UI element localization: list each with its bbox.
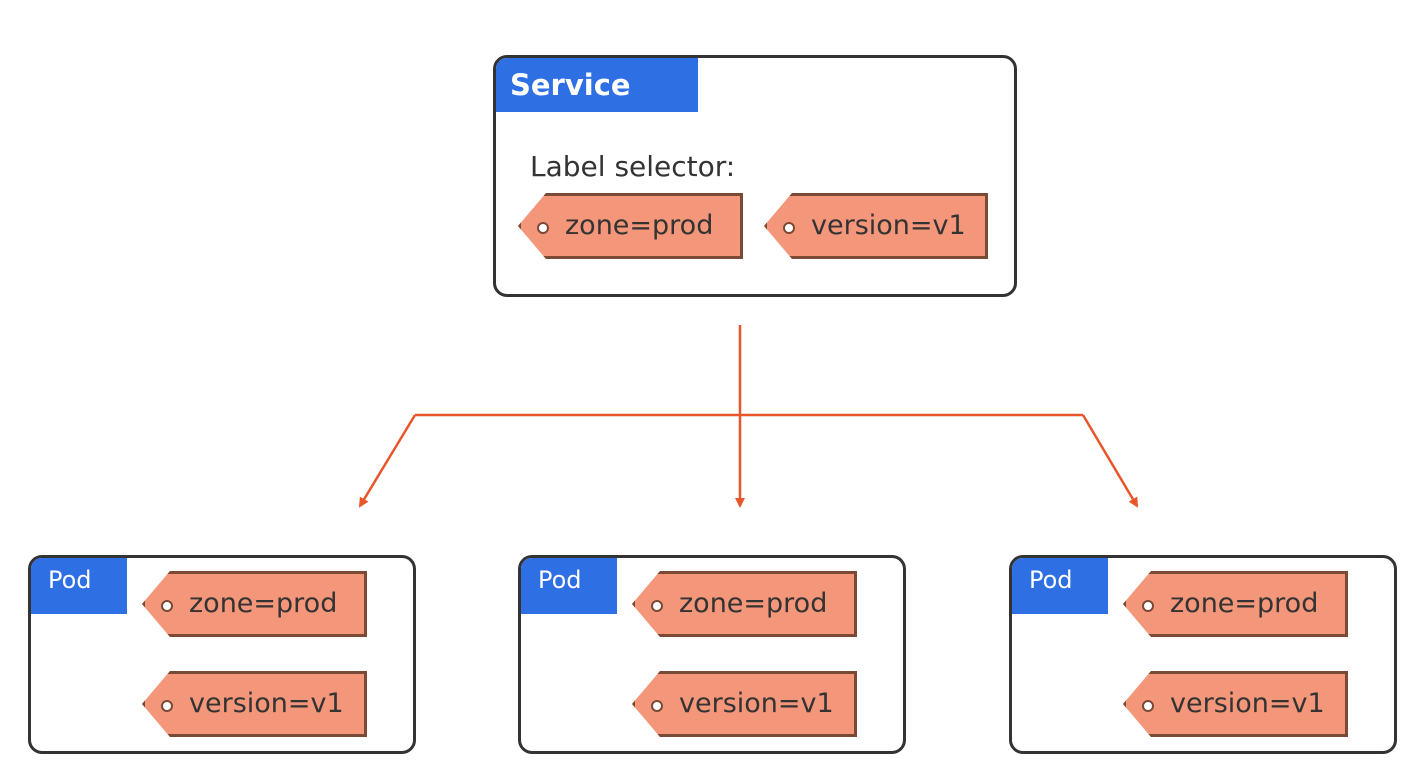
tag-hole-icon bbox=[651, 700, 663, 712]
pod-box: Pod zone=prod version=v1 bbox=[28, 555, 416, 754]
pod-title: Pod bbox=[31, 558, 127, 614]
tag-label: zone=prod bbox=[679, 588, 828, 619]
tag-hole-icon bbox=[1142, 700, 1154, 712]
tag-hole-icon bbox=[537, 222, 549, 234]
tag-label: version=v1 bbox=[679, 688, 834, 719]
pod-label-tag: version=v1 bbox=[142, 671, 367, 737]
tag-label: zone=prod bbox=[1170, 588, 1319, 619]
tag-hole-icon bbox=[651, 600, 663, 612]
arrow-to-pod-1 bbox=[358, 414, 417, 508]
tag-hole-icon bbox=[1142, 600, 1154, 612]
tag-hole-icon bbox=[161, 600, 173, 612]
tag-hole-icon bbox=[161, 700, 173, 712]
tag-hole-icon bbox=[783, 222, 795, 234]
pod-title: Pod bbox=[1012, 558, 1108, 614]
service-label-tag: zone=prod bbox=[518, 193, 743, 259]
pod-label-tag: zone=prod bbox=[632, 571, 857, 637]
tag-label: zone=prod bbox=[189, 588, 338, 619]
pod-box: Pod zone=prod version=v1 bbox=[1009, 555, 1397, 754]
pod-label-tag: zone=prod bbox=[1123, 571, 1348, 637]
tag-label: zone=prod bbox=[565, 210, 714, 241]
tag-label: version=v1 bbox=[811, 210, 966, 241]
pod-label-tag: version=v1 bbox=[1123, 671, 1348, 737]
arrow-to-pod-3 bbox=[1081, 414, 1139, 508]
pod-title: Pod bbox=[521, 558, 617, 614]
pod-label-tag: zone=prod bbox=[142, 571, 367, 637]
pod-box: Pod zone=prod version=v1 bbox=[518, 555, 906, 754]
service-title: Service bbox=[496, 58, 698, 112]
label-selector-heading: Label selector: bbox=[530, 150, 736, 183]
tag-label: version=v1 bbox=[1170, 688, 1325, 719]
service-box: Service Label selector: zone=prod versio… bbox=[493, 55, 1017, 297]
tag-label: version=v1 bbox=[189, 688, 344, 719]
pod-label-tag: version=v1 bbox=[632, 671, 857, 737]
service-label-tag: version=v1 bbox=[764, 193, 988, 259]
